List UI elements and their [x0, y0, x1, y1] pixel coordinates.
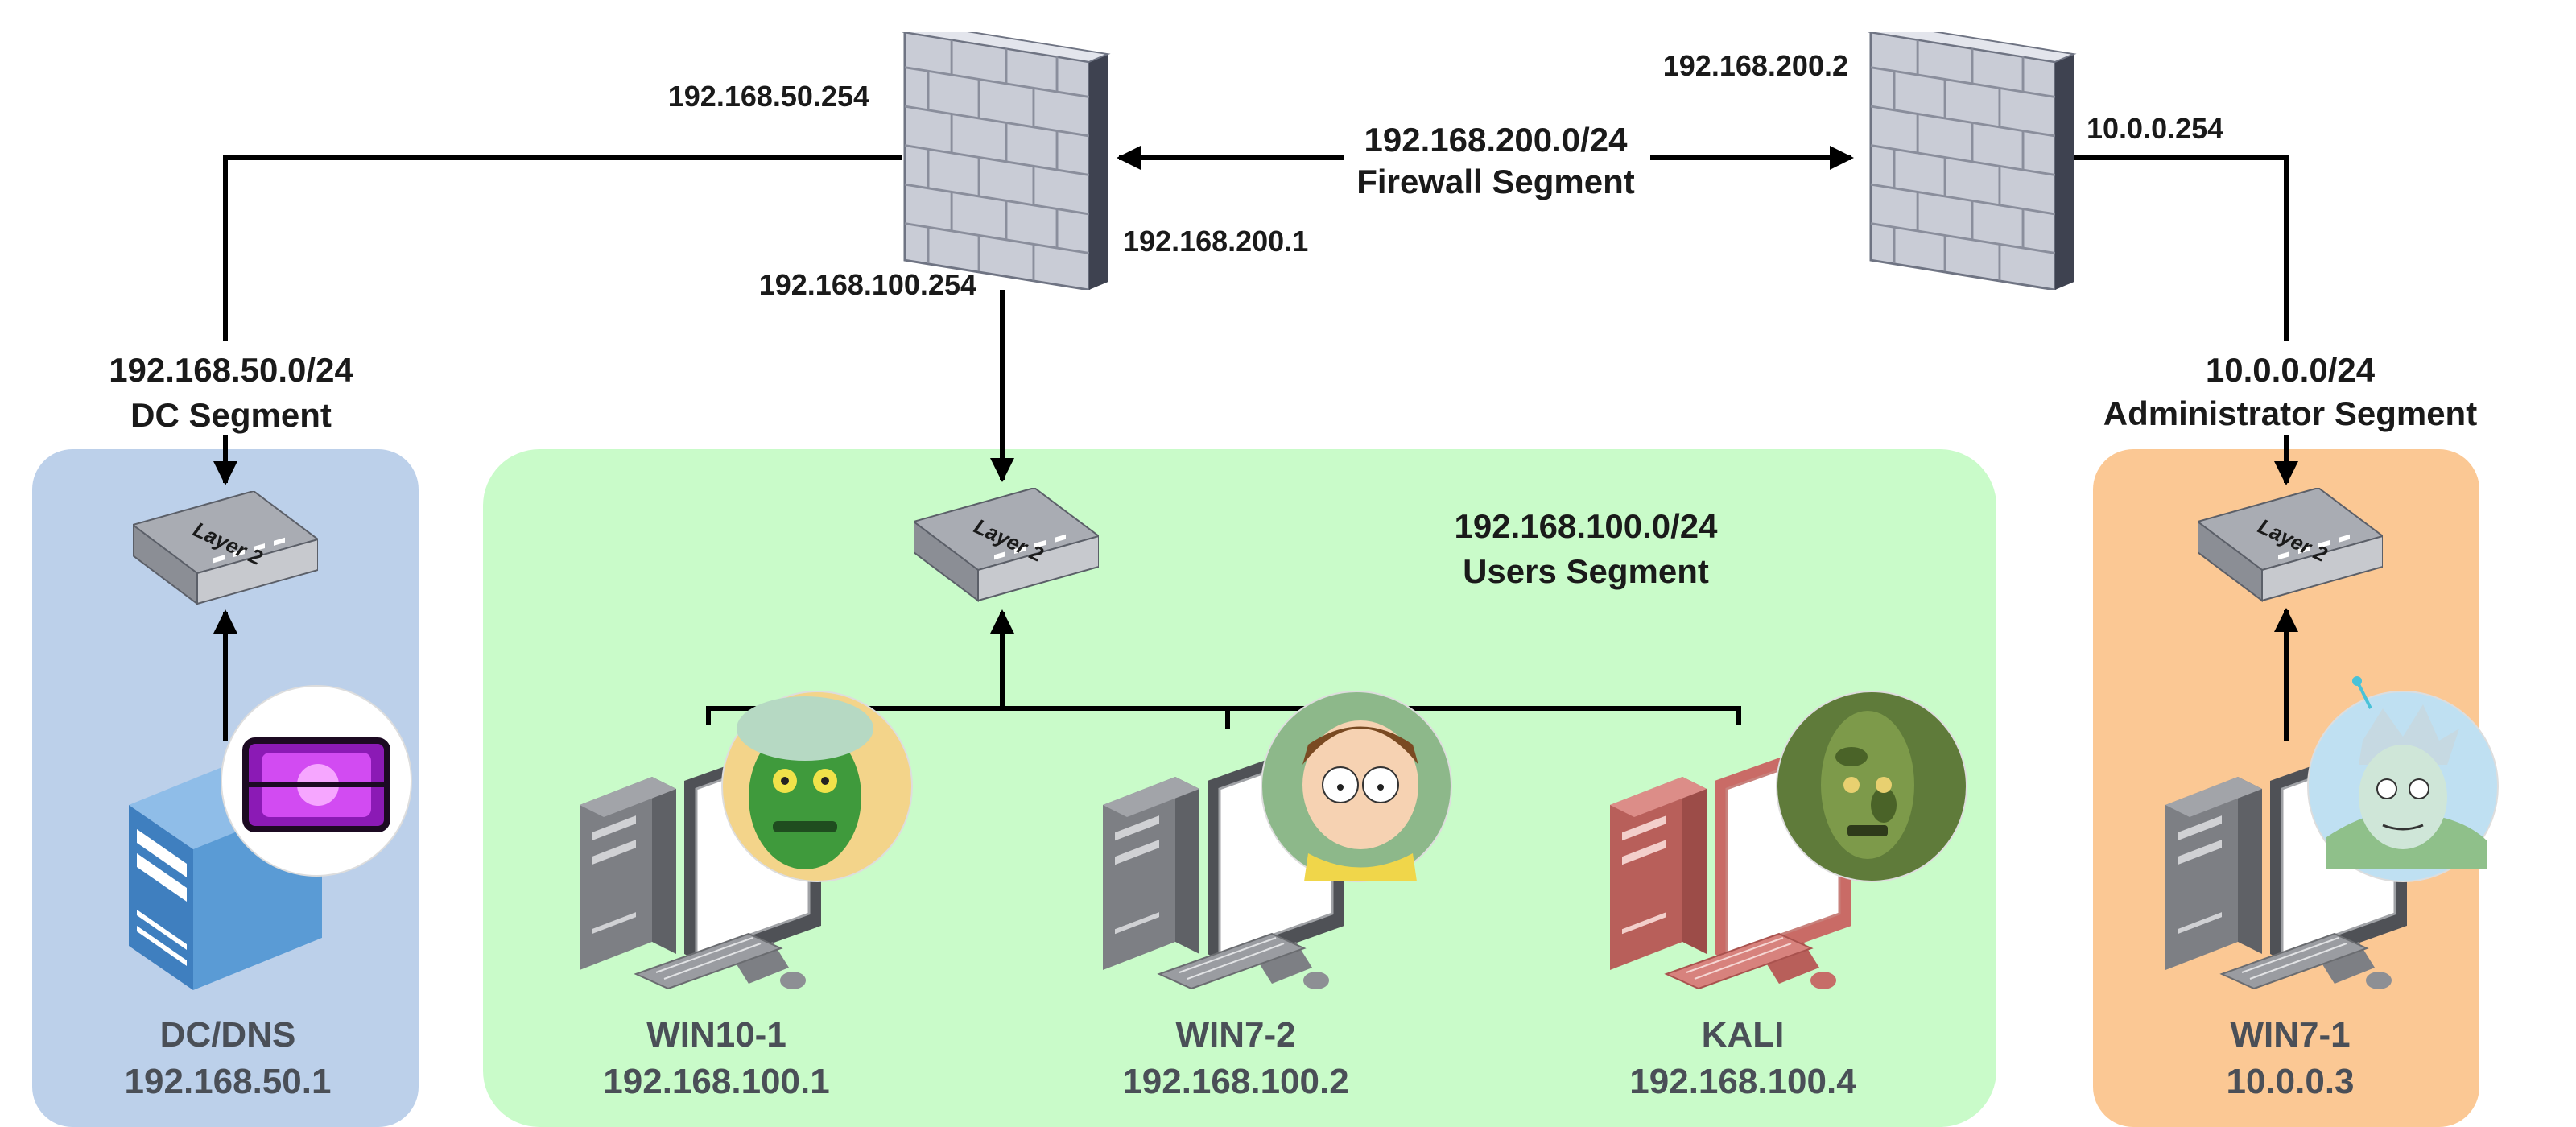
fw1-fw-ip: 192.168.200.1 [1123, 225, 1308, 258]
host-name-win7-2: WIN7-2 [1175, 1015, 1295, 1055]
wires [213, 146, 2298, 741]
host-ip-win7-1: 10.0.0.3 [2226, 1062, 2354, 1101]
firewall-icon [903, 32, 1109, 290]
users-segment-name: Users Segment [1463, 552, 1709, 590]
dc-segment-subnet: 192.168.50.0/24 [109, 351, 353, 389]
admin-segment-subnet: 10.0.0.0/24 [2206, 351, 2376, 389]
host-name-dc: DC/DNS [160, 1015, 296, 1055]
admin-segment-name: Administrator Segment [2103, 394, 2477, 432]
host-name-win10-1: WIN10-1 [646, 1015, 786, 1055]
scientist-avatar [2307, 676, 2499, 882]
host-name-win7-1: WIN7-1 [2230, 1015, 2350, 1055]
fw1-users-ip: 192.168.100.254 [759, 268, 976, 301]
host-name-kali: KALI [1702, 1015, 1785, 1055]
camo-alien-avatar [1776, 691, 1967, 882]
host-ip-win10-1: 192.168.100.1 [603, 1062, 829, 1101]
fw2-fw-ip: 192.168.200.2 [1663, 49, 1848, 82]
firewall-icon [1869, 32, 2075, 290]
fw2-admin-ip: 10.0.0.254 [2087, 112, 2223, 145]
firewall-segment-subnet: 192.168.200.0/24 [1364, 121, 1629, 159]
fw1-dc-ip: 192.168.50.254 [668, 80, 869, 113]
boy-avatar [1261, 691, 1452, 882]
dc-segment-name: DC Segment [130, 396, 332, 434]
gem-chest-avatar [221, 685, 412, 877]
host-ip-win7-2: 192.168.100.2 [1122, 1062, 1348, 1101]
users-segment-subnet: 192.168.100.0/24 [1455, 507, 1719, 545]
users-bus [706, 706, 1741, 724]
green-alien-avatar [721, 691, 913, 882]
firewall-segment-name: Firewall Segment [1356, 163, 1634, 200]
host-ip-dc: 192.168.50.1 [125, 1062, 332, 1101]
host-ip-kali: 192.168.100.4 [1629, 1062, 1856, 1101]
